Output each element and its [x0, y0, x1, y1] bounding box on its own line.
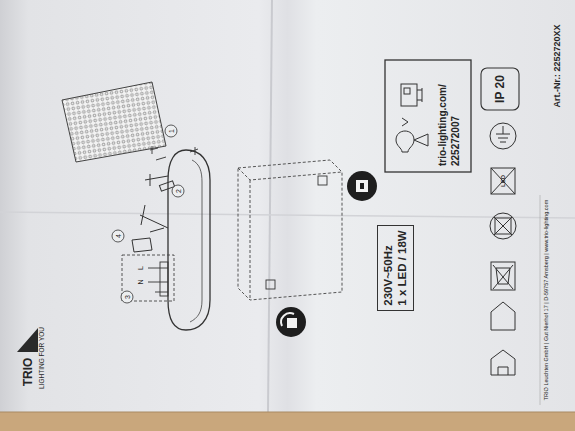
wire-label: N [137, 279, 144, 284]
website-box-outline [385, 60, 471, 172]
callout-number: 2 [175, 189, 182, 193]
screws [150, 146, 198, 160]
wall-box [318, 176, 327, 185]
detail-icon-glyph [360, 183, 364, 189]
detail-icon-glyph [356, 180, 368, 192]
detail-icon [347, 171, 377, 201]
mounting-bracket [132, 174, 175, 252]
ip-rating-box: IP 20 [481, 68, 519, 110]
brand-tagline: LIGHTING FOR YOU [39, 327, 46, 389]
wire-label: L [137, 266, 144, 270]
wooden-table [0, 412, 575, 431]
callout-circle [112, 230, 124, 242]
wall-box [266, 280, 275, 289]
rating-box: 230V~50Hz1 x LED / 18W [377, 225, 414, 311]
lamp-body [168, 150, 210, 330]
node-text: IP 20 [493, 75, 508, 103]
fold-crease [268, 0, 272, 412]
callout-circle [121, 291, 133, 303]
callout-circle [172, 185, 184, 197]
node-text: 230V~50Hz [381, 230, 395, 305]
table-edge [0, 412, 575, 413]
node-text: 1 x LED / 18W [395, 230, 409, 305]
callout-number: 3 [124, 295, 131, 299]
detail-icon-glyph [287, 318, 297, 328]
company-address: TRIO Leuchten GmbH | Gut Nierhof 17 | D-… [544, 200, 550, 401]
wires [148, 262, 168, 296]
perforated-panel [62, 82, 166, 162]
website-icons [396, 84, 428, 152]
article-number: Art.-Nr.: 2252720XX [553, 24, 562, 107]
text-group: 230V~50Hz1 x LED / 18W [381, 230, 410, 305]
node-text: trio-lighting.com/ 225272007 [437, 66, 462, 166]
callout-number: 4 [115, 234, 122, 238]
detail-icon [276, 307, 306, 337]
footer-rule [540, 195, 541, 405]
symbol-text: LED [500, 175, 506, 187]
logo-triangle [17, 328, 38, 352]
callout-circle [165, 125, 177, 137]
text-group: IP 20 [493, 75, 508, 103]
callout-number: 1 [168, 129, 175, 133]
website-box: trio-lighting.com/ 225272007 [385, 60, 471, 172]
lamp-body-inner [190, 160, 202, 322]
brand-logo: TRIO [22, 358, 34, 387]
text-group: trio-lighting.com/ 225272007 [437, 66, 462, 166]
wall-outline [238, 160, 342, 300]
ip-rating-frame [481, 68, 519, 110]
fold-crease [0, 212, 575, 218]
safety-symbols [490, 123, 516, 375]
